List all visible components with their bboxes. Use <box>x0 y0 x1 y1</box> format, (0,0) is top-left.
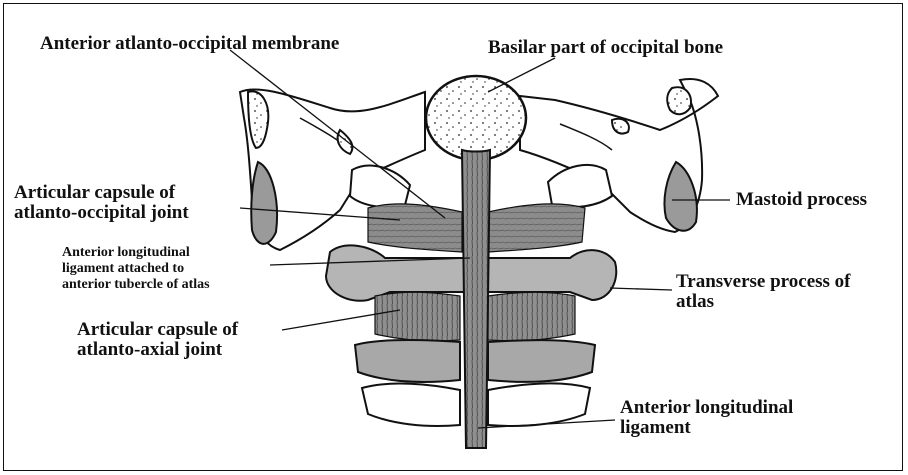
label-transverse-line1: Transverse process of <box>676 272 851 292</box>
label-all-attached-atlas: Anterior longitudinal ligament attached … <box>62 245 210 293</box>
label-basilar-part: Basilar part of occipital bone <box>488 38 723 58</box>
anterior-longitudinal-ligament-band <box>462 150 490 448</box>
label-all-atlas-line1: Anterior longitudinal <box>62 245 210 261</box>
label-transverse-line2: atlas <box>676 292 851 312</box>
label-all-atlas-line2: ligament attached to <box>62 261 210 277</box>
label-transverse-process: Transverse process of atlas <box>676 272 851 312</box>
label-anterior-longitudinal-ligament: Anterior longitudinal ligament <box>620 398 793 438</box>
label-capsule-aa-line2: atlanto-axial joint <box>77 340 238 360</box>
label-capsule-aa-line1: Articular capsule of <box>77 320 238 340</box>
label-all-atlas-line3: anterior tubercle of atlas <box>62 277 210 293</box>
label-anterior-atlanto-occipital-membrane: Anterior atlanto-occipital membrane <box>40 34 339 54</box>
label-all-line2: ligament <box>620 418 793 438</box>
label-all-line1: Anterior longitudinal <box>620 398 793 418</box>
label-capsule-ao-line2: atlanto-occipital joint <box>14 203 189 223</box>
basilar-part-occipital-bone <box>426 76 526 160</box>
label-capsule-atlanto-axial: Articular capsule of atlanto-axial joint <box>77 320 238 360</box>
label-capsule-atlanto-occipital: Articular capsule of atlanto-occipital j… <box>14 183 189 223</box>
label-capsule-ao-line1: Articular capsule of <box>14 183 189 203</box>
label-mastoid-process: Mastoid process <box>736 190 867 210</box>
